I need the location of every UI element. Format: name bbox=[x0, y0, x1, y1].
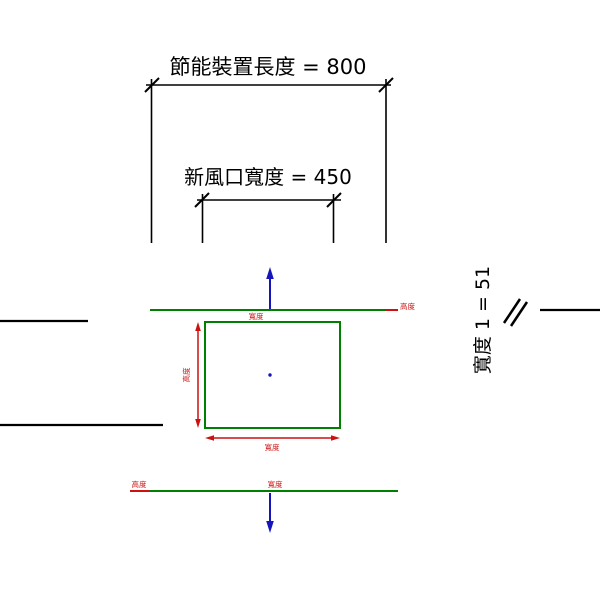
height-dimension: 高度 bbox=[181, 322, 201, 428]
airflow-arrow-down bbox=[266, 493, 274, 533]
upper-duct-line: 寬度 高度 bbox=[150, 301, 415, 321]
device-rectangle bbox=[204, 321, 341, 429]
slash-mark-1 bbox=[502, 298, 522, 324]
top-dimension: 節能裝置長度 = 800 bbox=[144, 55, 394, 243]
width-dimension-arrow-right bbox=[331, 435, 340, 441]
vent-dimension: 新風口寬度 = 450 bbox=[184, 165, 352, 243]
slash-mark-2 bbox=[509, 301, 529, 327]
width-dimension-label: 寬度 bbox=[265, 442, 280, 452]
height-dimension-arrow-top bbox=[195, 322, 201, 331]
airflow-arrow-up bbox=[266, 267, 274, 309]
height-dimension-arrow-bottom bbox=[195, 419, 201, 428]
scale-note-label: 寬度 1 = 51 bbox=[472, 266, 494, 374]
airflow-arrow-up-head bbox=[266, 267, 274, 279]
airflow-arrow-down-head bbox=[266, 521, 274, 533]
upper-duct-width-label: 寬度 bbox=[249, 311, 264, 321]
width-dimension: 寬度 bbox=[205, 435, 340, 452]
vent-dimension-label: 新風口寬度 = 450 bbox=[184, 165, 352, 189]
height-dimension-label: 高度 bbox=[181, 367, 191, 382]
top-dimension-label: 節能裝置長度 = 800 bbox=[169, 55, 366, 79]
lower-duct-height-label: 高度 bbox=[132, 479, 147, 489]
wall-lines-left bbox=[0, 319, 163, 427]
center-point bbox=[268, 373, 272, 377]
upper-duct-height-label: 高度 bbox=[400, 301, 415, 311]
lower-duct-line: 高度 寬度 bbox=[130, 479, 398, 492]
lower-duct-width-label: 寬度 bbox=[268, 479, 283, 489]
width-dimension-arrow-left bbox=[205, 435, 214, 441]
slash-marks bbox=[502, 298, 529, 327]
